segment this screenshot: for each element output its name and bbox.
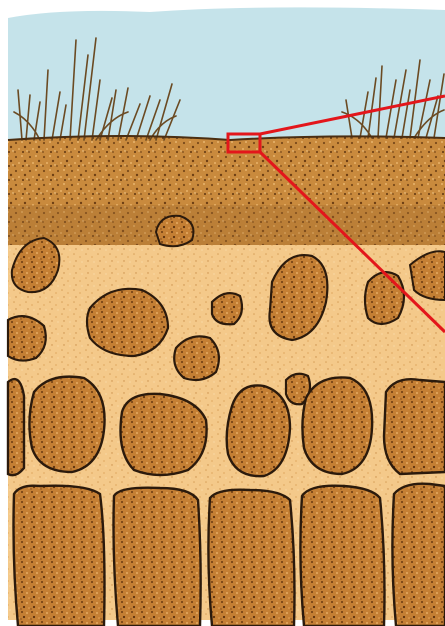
transition-band <box>8 205 445 245</box>
columnar-prisms <box>14 484 445 626</box>
